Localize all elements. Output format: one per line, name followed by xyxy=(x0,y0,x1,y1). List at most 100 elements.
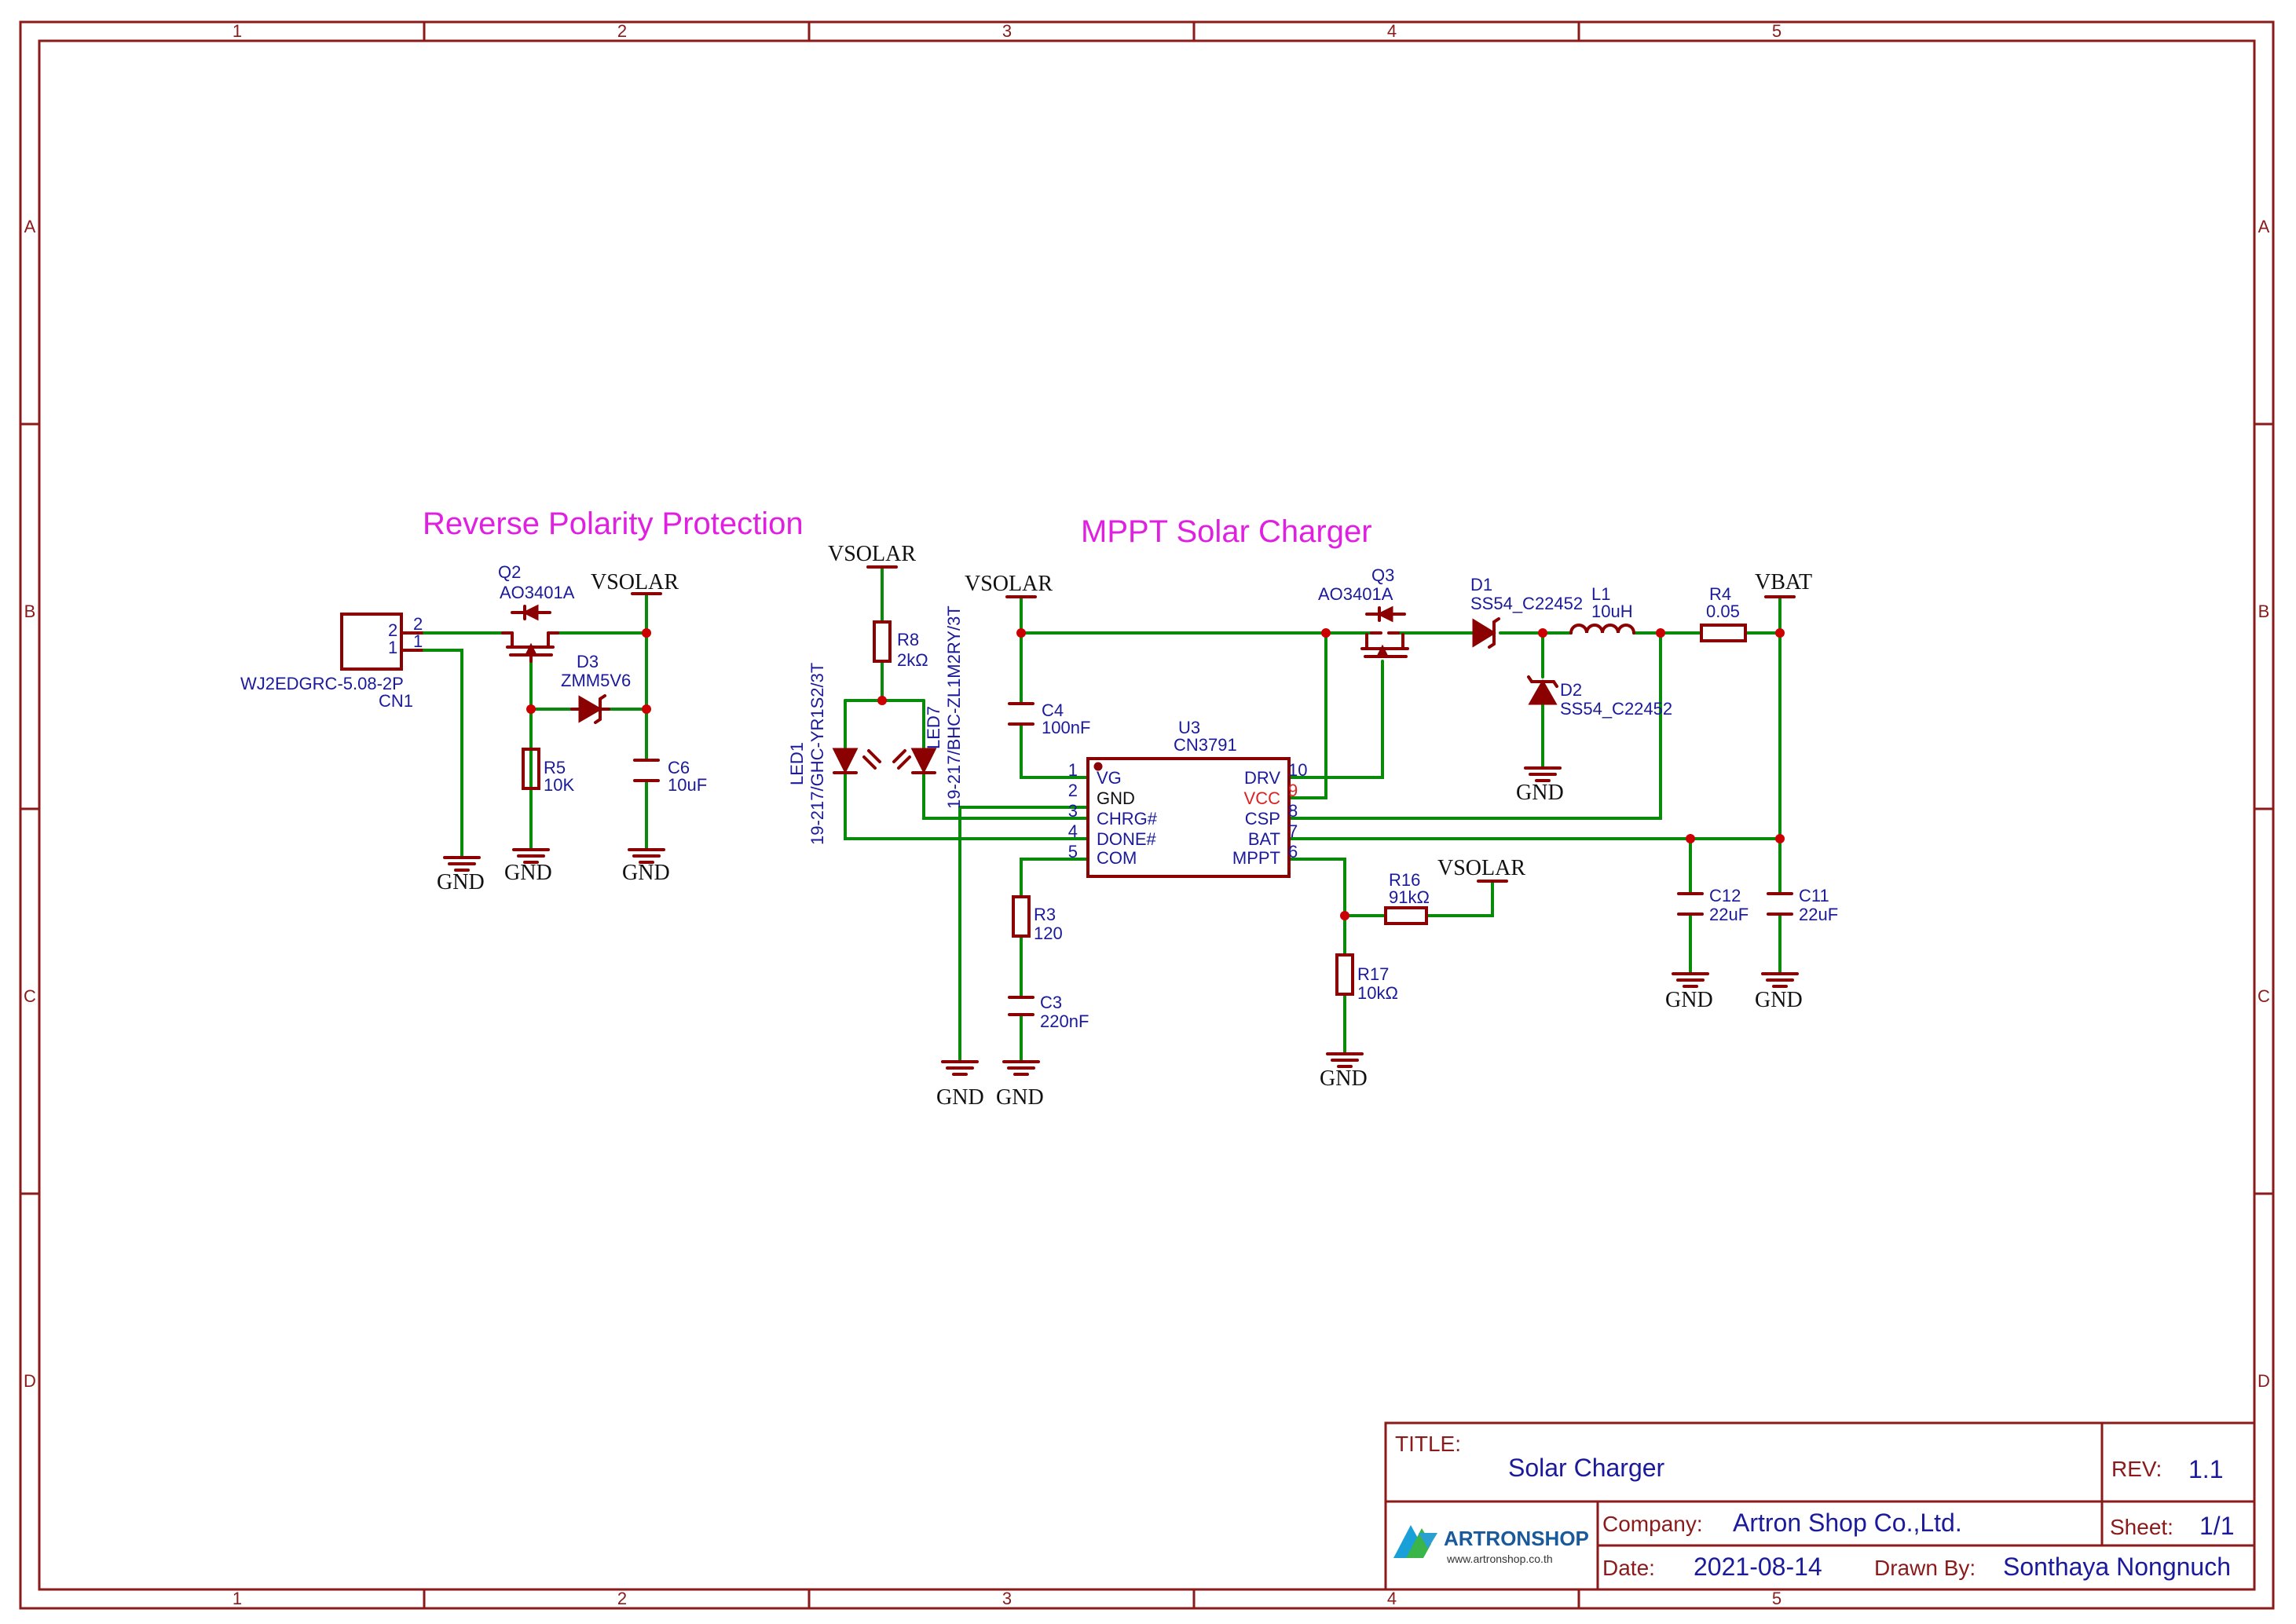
u3-pin-num: 1 xyxy=(1068,760,1078,780)
r3-ref: R3 xyxy=(1034,905,1056,924)
junction-led xyxy=(877,696,887,705)
d2-value: SS54_C22452 xyxy=(1560,699,1672,719)
q3-ref: Q3 xyxy=(1371,565,1394,585)
r16-value: 91kΩ xyxy=(1389,887,1430,907)
r5-ref: R5 xyxy=(544,758,566,777)
gnd-symbol-cn1: GND xyxy=(437,856,485,894)
u3-pin-name: DONE# xyxy=(1097,829,1157,849)
row-label-right: A xyxy=(2258,217,2270,236)
u3-pin-num: 5 xyxy=(1068,842,1078,861)
gnd-symbol-r5: GND xyxy=(504,848,552,885)
junctions-mppt xyxy=(1016,628,1785,920)
c12-value: 22uF xyxy=(1709,905,1749,924)
gnd-label: GND xyxy=(1665,988,1713,1012)
company-value: Artron Shop Co.,Ltd. xyxy=(1733,1509,1962,1537)
col-label-top: 2 xyxy=(617,21,627,41)
u3-pin-name: VG xyxy=(1097,768,1122,788)
r17-ref: R17 xyxy=(1357,964,1389,984)
gnd-symbol-d2: GND xyxy=(1516,766,1564,805)
row-label-right: D xyxy=(2258,1371,2270,1391)
gnd-label: GND xyxy=(1320,1066,1368,1091)
resistor-r17: R17 10kΩ xyxy=(1335,953,1398,1003)
c4-value: 100nF xyxy=(1042,718,1090,737)
l1-value: 10uH xyxy=(1591,602,1633,621)
d1-value: SS54_C22452 xyxy=(1470,594,1583,613)
date-label: Date: xyxy=(1602,1556,1655,1580)
vbat-label: VBAT xyxy=(1755,570,1812,594)
row-label-left: D xyxy=(24,1371,36,1391)
col-label-bottom: 5 xyxy=(1772,1589,1782,1608)
u3-pin-num: 4 xyxy=(1068,821,1078,841)
r8-value: 2kΩ xyxy=(897,650,928,670)
wires-mppt xyxy=(1020,595,1782,1063)
gnd-label: GND xyxy=(1755,988,1803,1012)
net-vsolar-mppt-divider: VSOLAR xyxy=(1437,856,1525,883)
drawn-by-value: Sonthaya Nongnuch xyxy=(2003,1553,2231,1581)
gnd-symbol-c6: GND xyxy=(622,848,670,885)
l1-ref: L1 xyxy=(1591,584,1610,604)
led1-value: 19-217/GHC-YR1S2/3T xyxy=(807,663,827,845)
c11-ref: C11 xyxy=(1799,886,1829,905)
gnd-symbol-u3: GND xyxy=(936,1060,984,1110)
col-label-bottom: 4 xyxy=(1387,1589,1397,1608)
gnd-label: GND xyxy=(622,861,670,885)
row-label-right: C xyxy=(2258,986,2270,1006)
cn1-value: WJ2EDGRC-5.08-2P xyxy=(240,674,404,693)
gnd-label: GND xyxy=(936,1085,984,1110)
row-label-left: C xyxy=(24,986,36,1006)
mosfet-q3: Q3 AO3401A xyxy=(1318,565,1409,658)
rev-value: 1.1 xyxy=(2188,1455,2223,1483)
cn1-pin1-label: 1 xyxy=(388,638,397,657)
ic-u3: U3 CN3791 1 2 3 4 5 VG GND CHRG# DONE# C… xyxy=(1068,718,1307,878)
r17-value: 10kΩ xyxy=(1357,983,1398,1003)
led1-ref: LED1 xyxy=(787,742,807,785)
q2-value: AO3401A xyxy=(500,583,575,602)
resistor-r5: R5 10K xyxy=(522,748,574,795)
gnd-symbol-c3: GND xyxy=(996,1060,1044,1110)
u3-pin-name: CHRG# xyxy=(1097,809,1158,828)
gnd-label: GND xyxy=(504,861,552,885)
resistor-r4: R4 0.05 xyxy=(1700,584,1747,642)
diode-d2: D2 SS54_C22452 xyxy=(1527,675,1672,719)
u3-pin-num: 8 xyxy=(1288,801,1298,821)
vsolar-label: VSOLAR xyxy=(591,570,679,594)
row-label-right: B xyxy=(2258,602,2270,621)
date-value: 2021-08-14 xyxy=(1694,1553,1822,1581)
u3-pin-num: 3 xyxy=(1068,801,1078,821)
gnd-symbol-r17: GND xyxy=(1320,1052,1368,1091)
gnd-label: GND xyxy=(996,1085,1044,1110)
drawing-title: Solar Charger xyxy=(1508,1454,1665,1482)
vsolar-label: VSOLAR xyxy=(1437,856,1525,880)
led7-ref: LED7 xyxy=(924,706,943,749)
resistor-r8: R8 2kΩ xyxy=(873,620,928,670)
gnd-symbol-c11: GND xyxy=(1755,972,1803,1012)
title-block: TITLE: Solar Charger REV: 1.1 Company: A… xyxy=(1384,1421,2256,1591)
net-vsolar-mppt: VSOLAR xyxy=(965,572,1053,598)
u3-pin-name: COM xyxy=(1097,848,1137,868)
led7-value: 19-217/BHC-ZL1M2RY/3T xyxy=(944,605,964,809)
r3-value: 120 xyxy=(1034,924,1063,943)
u3-ref: U3 xyxy=(1178,718,1200,737)
r4-value: 0.05 xyxy=(1706,602,1740,621)
capacitor-c3: C3 220nF xyxy=(1008,993,1089,1031)
u3-pin-name: BAT xyxy=(1248,829,1280,849)
r5-value: 10K xyxy=(544,775,574,795)
u3-pin-num: 6 xyxy=(1288,842,1298,861)
artronshop-logo: ARTRONSHOP www.artronshop.co.th xyxy=(1393,1525,1589,1565)
resistor-r3: R3 120 xyxy=(1012,895,1063,943)
net-vsolar-left: VSOLAR xyxy=(591,570,679,595)
u3-value: CN3791 xyxy=(1174,735,1237,755)
u3-pin-num: 9 xyxy=(1288,781,1298,800)
u3-pin-num: 10 xyxy=(1288,760,1307,780)
logo-url: www.artronshop.co.th xyxy=(1446,1553,1553,1565)
q2-ref: Q2 xyxy=(498,562,521,582)
sheet-label: Sheet: xyxy=(2110,1515,2173,1539)
cn1-ref: CN1 xyxy=(379,691,413,711)
rev-label: REV: xyxy=(2111,1457,2162,1481)
junctions-left xyxy=(526,628,651,714)
r16-ref: R16 xyxy=(1389,870,1420,890)
c4-ref: C4 xyxy=(1042,700,1064,720)
col-label-bottom: 1 xyxy=(233,1589,242,1608)
diode-d1: D1 SS54_C22452 xyxy=(1470,575,1583,649)
